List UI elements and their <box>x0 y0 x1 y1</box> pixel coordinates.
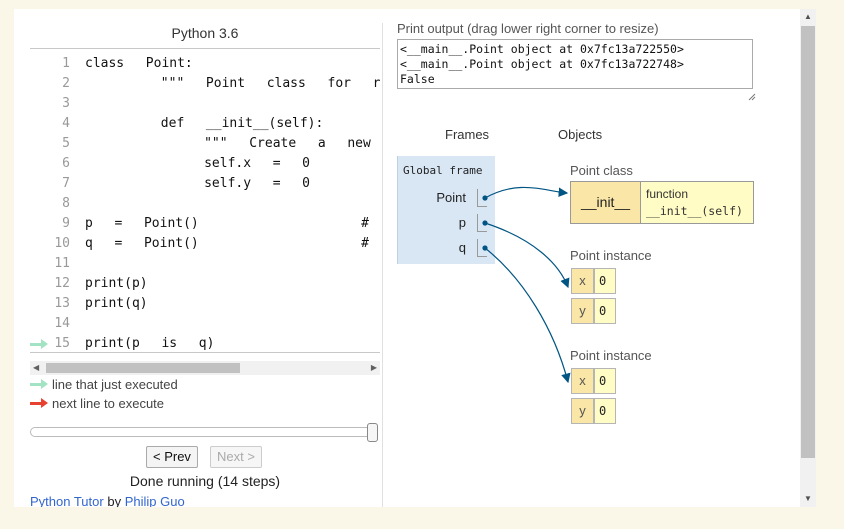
panel-divider <box>382 23 383 507</box>
page-scroll-thumb[interactable] <box>801 26 815 458</box>
code-horizontal-scrollbar[interactable]: ◀ ▶ <box>30 361 380 375</box>
print-line-3: False <box>400 72 435 86</box>
code-line-14: 14 <box>54 316 70 331</box>
scroll-left-arrow-icon[interactable]: ◀ <box>33 363 40 372</box>
python-tutor-link[interactable]: Python Tutor <box>30 494 104 507</box>
point-class-label: Point class <box>570 163 633 178</box>
code-line-9: 9p = Point() # Inst <box>62 216 369 231</box>
point-class-value: function __init__(self) <box>646 187 743 218</box>
code-line-7: 7 self.y = 0 <box>62 176 311 191</box>
resize-grip-icon[interactable] <box>748 93 756 101</box>
var-p: p <box>458 215 466 230</box>
step-slider-handle[interactable] <box>367 423 378 442</box>
instance1-x-value: 0 <box>594 268 616 294</box>
prev-button[interactable]: < Prev <box>146 446 198 468</box>
instance2-y-value: 0 <box>594 398 616 424</box>
print-line-1: <__main__.Point object at 0x7fc13a722550… <box>400 42 684 56</box>
frames-header: Frames <box>445 127 490 142</box>
print-line-2: <__main__.Point object at 0x7fc13a722748… <box>400 57 684 71</box>
global-frame-title: Global frame <box>403 164 483 177</box>
code-line-11: 11 <box>54 256 70 271</box>
red-arrow-icon <box>30 398 48 408</box>
pointer-arrows <box>482 186 571 384</box>
code-line-10: 10q = Point() # and <box>54 236 369 251</box>
scroll-right-arrow-icon[interactable]: ▶ <box>370 363 377 372</box>
code-scroll-thumb[interactable] <box>46 363 240 373</box>
point-class-key: __init__ <box>570 181 641 224</box>
instance1-label: Point instance <box>570 248 652 263</box>
code-line-8: 8 <box>62 196 70 211</box>
next-button[interactable]: Next > <box>210 446 262 468</box>
code-title: Python 3.6 <box>171 25 239 41</box>
arrow-q-to-instance2 <box>484 247 571 384</box>
var-q-slot <box>477 239 487 257</box>
code-line-2: 2 """ Point class for repres <box>62 76 380 91</box>
footer-by: by <box>107 494 122 507</box>
objects-header: Objects <box>558 127 603 142</box>
var-p-slot <box>477 214 487 232</box>
instance2-y-key: y <box>571 398 594 424</box>
arrow-p-to-instance1 <box>484 222 570 289</box>
scroll-down-arrow-icon[interactable]: ▼ <box>804 494 812 503</box>
code-line-4: 4 def __init__(self): <box>62 116 324 131</box>
code-line-5: 5 """ Create a new p <box>62 136 380 151</box>
instance2-label: Point instance <box>570 348 652 363</box>
instance2-x-value: 0 <box>594 368 616 394</box>
instance2-x-key: x <box>571 368 594 394</box>
green-arrow-icon <box>30 379 48 389</box>
scroll-up-arrow-icon[interactable]: ▲ <box>804 12 812 21</box>
print-output-box[interactable]: <__main__.Point object at 0x7fc13a722550… <box>397 39 753 89</box>
var-point: Point <box>436 190 466 205</box>
var-point-slot <box>477 189 487 207</box>
global-frame <box>397 156 495 264</box>
instance1-x-key: x <box>571 268 594 294</box>
code-bottom-divider <box>30 352 380 353</box>
footer: Python Tutor by Philip Guo <box>30 494 185 507</box>
var-q: q <box>458 240 466 255</box>
print-output-title: Print output (drag lower right corner to… <box>397 21 659 36</box>
code-line-6: 6 self.x = 0 <box>62 156 311 171</box>
instance1-y-key: y <box>571 298 594 324</box>
run-status: Done running (14 steps) <box>129 473 281 489</box>
code-top-divider <box>30 48 380 49</box>
code-line-3: 3 <box>62 96 70 111</box>
page-vertical-scrollbar[interactable]: ▲ ▼ <box>800 9 816 507</box>
philip-guo-link[interactable]: Philip Guo <box>124 494 185 507</box>
instance1-y-value: 0 <box>594 298 616 324</box>
arrow-point-to-class <box>484 186 569 199</box>
current-line-arrow-icon <box>30 339 48 349</box>
